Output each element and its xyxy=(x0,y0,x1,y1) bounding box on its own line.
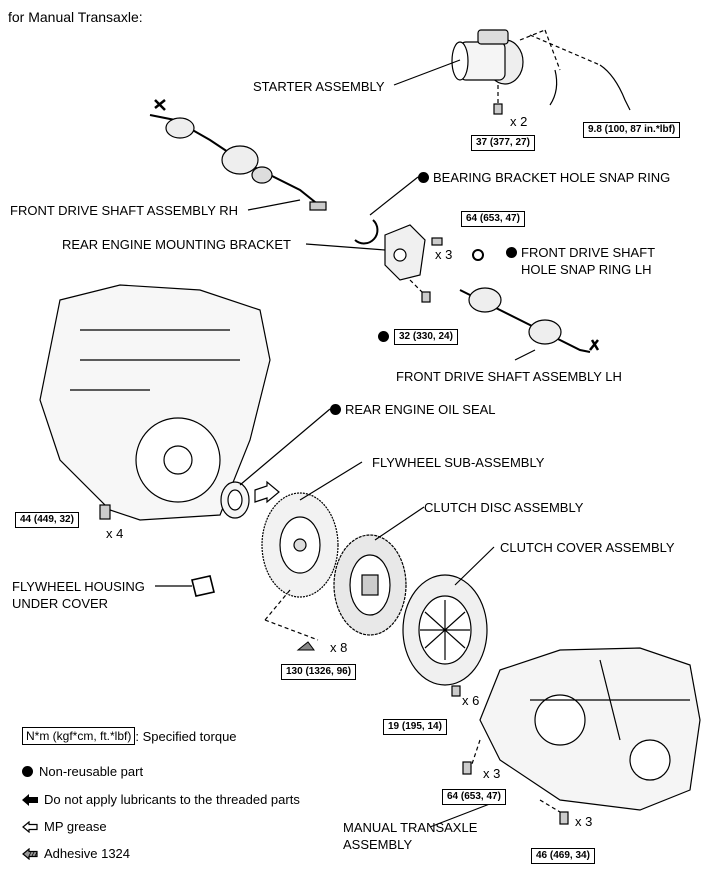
starter-assembly-drawing xyxy=(451,29,631,115)
torque-cover-bolt: 19 (195, 14) xyxy=(383,719,447,735)
label-front-drive-shaft-lh: FRONT DRIVE SHAFT ASSEMBLY LH xyxy=(396,369,622,384)
legend-nonreusable: Non-reusable part xyxy=(22,764,143,779)
label-bearing-snap-ring: BEARING BRACKET HOLE SNAP RING xyxy=(433,170,671,185)
label-rear-engine-oil-seal: REAR ENGINE OIL SEAL xyxy=(345,402,496,417)
legend-mp-grease-text: MP grease xyxy=(44,819,107,834)
torque-starter-nut: 9.8 (100, 87 in.*lbf) xyxy=(583,122,681,138)
torque-engine-bolt: 44 (449, 32) xyxy=(15,512,79,528)
drive-shaft-lh-drawing xyxy=(459,249,600,353)
adhesive-mark-drawing xyxy=(296,641,315,651)
label-manual-transaxle-line2: ASSEMBLY xyxy=(343,837,413,852)
oil-seal-drawing xyxy=(220,480,280,519)
qty-cover: x 6 xyxy=(462,693,480,708)
label-clutch-cover-assembly: CLUTCH COVER ASSEMBLY xyxy=(500,540,675,555)
torque-starter-bolt: 37 (377, 27) xyxy=(471,135,535,151)
label-shaft-snap-ring-lh-line2: HOLE SNAP RING LH xyxy=(521,262,652,277)
label-shaft-snap-ring-lh-line1: FRONT DRIVE SHAFT xyxy=(521,245,656,260)
bearing-snap-ring-drawing xyxy=(354,219,379,245)
label-manual-transaxle-line1: MANUAL TRANSAXLE xyxy=(343,820,478,835)
rear-bracket-drawing xyxy=(384,224,443,303)
legend-mp-grease: MP grease xyxy=(22,819,107,834)
qty-starter: x 2 xyxy=(510,114,528,129)
legend-nonreusable-text: Non-reusable part xyxy=(39,764,144,779)
nonreusable-dot xyxy=(330,404,341,415)
clutch-disc-drawing xyxy=(333,534,407,636)
hollow-arrow-icon xyxy=(22,820,38,833)
legend-adhesive: Adhesive 1324 xyxy=(22,846,130,861)
torque-bracket-bolt: 64 (653, 47) xyxy=(461,211,525,227)
nonreusable-dot xyxy=(418,172,429,183)
label-front-drive-shaft-rh: FRONT DRIVE SHAFT ASSEMBLY RH xyxy=(10,203,239,218)
hatched-arrow-icon xyxy=(22,847,38,860)
flywheel-drawing xyxy=(261,492,339,641)
black-arrow-icon xyxy=(22,793,38,806)
drive-shaft-rh-drawing xyxy=(149,99,327,211)
label-clutch-disc-assembly: CLUTCH DISC ASSEMBLY xyxy=(424,500,584,515)
label-flywheel-sub-assembly: FLYWHEEL SUB-ASSEMBLY xyxy=(372,455,545,470)
qty-transaxle-2: x 3 xyxy=(575,814,593,829)
legend-no-lubricant: Do not apply lubricants to the threaded … xyxy=(22,792,300,807)
legend-torque: N*m (kgf*cm, ft.*lbf) : Specified torque xyxy=(22,727,237,745)
torque-transaxle-bolt-1: 64 (653, 47) xyxy=(442,789,506,805)
legend-no-lubricant-text: Do not apply lubricants to the threaded … xyxy=(44,792,300,807)
nonreusable-icon xyxy=(22,766,33,777)
torque-bracket-lower: 32 (330, 24) xyxy=(394,329,458,345)
clutch-cover-drawing xyxy=(402,574,488,697)
torque-flywheel-bolt: 130 (1326, 96) xyxy=(281,664,357,680)
label-starter-assembly: STARTER ASSEMBLY xyxy=(253,79,385,94)
qty-transaxle-1: x 3 xyxy=(483,766,501,781)
qty-bracket: x 3 xyxy=(435,247,453,262)
page-title: for Manual Transaxle: xyxy=(8,9,143,25)
qty-engine: x 4 xyxy=(106,526,124,541)
legend-adhesive-text: Adhesive 1324 xyxy=(44,846,131,861)
label-flywheel-housing-line1: FLYWHEEL HOUSING xyxy=(12,579,145,594)
transaxle-drawing xyxy=(462,647,701,825)
qty-flywheel: x 8 xyxy=(330,640,348,655)
nonreusable-dot xyxy=(506,247,517,258)
legend-torque-text: : Specified torque xyxy=(135,728,237,744)
housing-under-cover-drawing xyxy=(191,575,215,597)
engine-drawing xyxy=(39,284,271,521)
nonreusable-dot xyxy=(378,331,389,342)
legend-torque-box: N*m (kgf*cm, ft.*lbf) xyxy=(22,727,136,745)
label-flywheel-housing-line2: UNDER COVER xyxy=(12,596,109,611)
torque-transaxle-bolt-2: 46 (469, 34) xyxy=(531,848,595,864)
label-rear-engine-mounting-bracket: REAR ENGINE MOUNTING BRACKET xyxy=(62,237,291,252)
